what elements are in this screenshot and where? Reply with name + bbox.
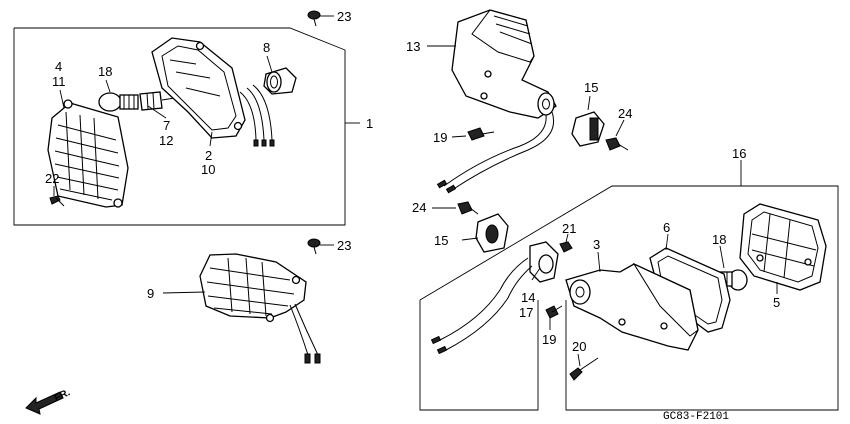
front-direction-arrow (25, 391, 64, 415)
callout-23-top: 23 (337, 9, 351, 24)
screw-19-lower-part (545, 305, 563, 330)
callout-21: 21 (562, 221, 576, 236)
callout-18-left: 18 (98, 64, 112, 79)
leaders-1 (53, 15, 334, 196)
grommet-15-upper-part (571, 95, 605, 147)
callout-14: 14 (521, 290, 535, 305)
lens-5-part (739, 203, 827, 294)
callout-2: 2 (205, 148, 212, 163)
callout-5: 5 (773, 295, 780, 310)
callout-6: 6 (663, 220, 670, 235)
callout-22: 22 (45, 171, 59, 186)
front-direction-label: FR. (53, 387, 72, 404)
callout-8: 8 (263, 40, 270, 55)
callout-19-lower: 19 (542, 332, 556, 347)
socket-14-part (430, 241, 559, 355)
callout-10: 10 (201, 162, 215, 177)
callout-15-upper: 15 (584, 80, 598, 95)
grommet-part (263, 67, 297, 95)
screw-23-top-part (307, 10, 321, 27)
callout-15-lower: 15 (434, 233, 448, 248)
drawing-code: GC83-F2101 (663, 411, 729, 423)
callout-9: 9 (147, 286, 154, 301)
assembly-frame-16 (419, 160, 839, 411)
callout-13: 13 (406, 39, 420, 54)
callout-12: 12 (159, 133, 173, 148)
rear-winker-13-part (427, 9, 557, 194)
screw-22-part (49, 195, 65, 207)
bulb-part (98, 92, 139, 112)
callout-18-right: 18 (712, 232, 726, 247)
reflector-part (162, 253, 321, 364)
winker-housing-3-part (565, 251, 699, 351)
screw-24-upper-part (605, 119, 629, 151)
callout-11: 11 (52, 74, 66, 89)
callout-20: 20 (572, 339, 586, 354)
winker-housing-part (151, 37, 275, 147)
screw-19-upper-part (451, 127, 495, 141)
assembly-frame-1 (13, 27, 360, 226)
grommet-15-lower-part (461, 213, 509, 253)
callout-19-upper: 19 (433, 130, 447, 145)
callout-24-upper: 24 (618, 106, 632, 121)
callout-16: 16 (732, 146, 746, 161)
callout-3: 3 (593, 237, 600, 252)
screw-21-part (559, 233, 573, 253)
winker-lens-part (47, 99, 129, 208)
callout-1: 1 (366, 116, 373, 131)
screw-24-lower-part (432, 201, 479, 215)
callout-23-mid: 23 (337, 238, 351, 253)
callout-labels: 1 2 10 7 12 4 11 18 8 22 23 9 23 13 15 2… (45, 9, 780, 354)
callout-7: 7 (163, 118, 170, 133)
callout-17: 17 (519, 305, 533, 320)
screw-23-mid-part (307, 238, 334, 255)
callout-4: 4 (55, 59, 62, 74)
callout-24-lower: 24 (412, 200, 426, 215)
screw-20-part (569, 353, 599, 381)
